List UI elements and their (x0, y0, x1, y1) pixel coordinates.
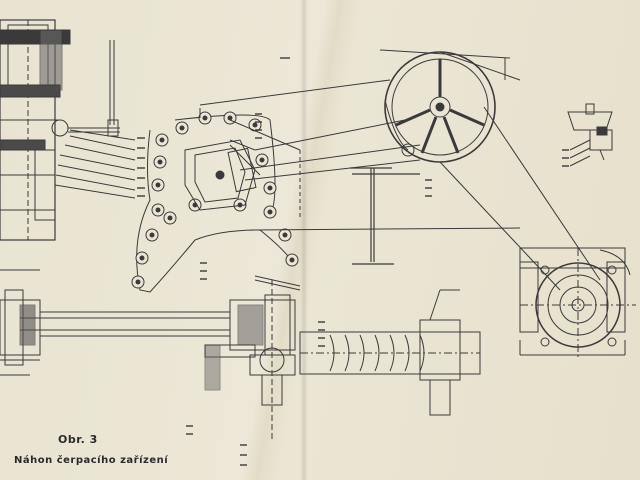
figure-number: Obr. 3 (58, 433, 98, 446)
chain-drive (131, 111, 299, 293)
worm-gear-shaft (299, 289, 481, 416)
i-beam (350, 167, 420, 265)
bucket-bracket (567, 103, 613, 167)
left-column-assembly (0, 19, 136, 241)
page-fold (300, 0, 308, 480)
part-number-marks (137, 57, 569, 466)
connecting-rods (199, 79, 521, 231)
figure-title: Náhon čerpacího zařízení (14, 455, 169, 466)
gearbox (204, 275, 301, 440)
pump-housing (519, 247, 636, 360)
flywheel (379, 49, 601, 291)
crank-bracket (184, 139, 261, 211)
drive-shaft (0, 269, 230, 376)
